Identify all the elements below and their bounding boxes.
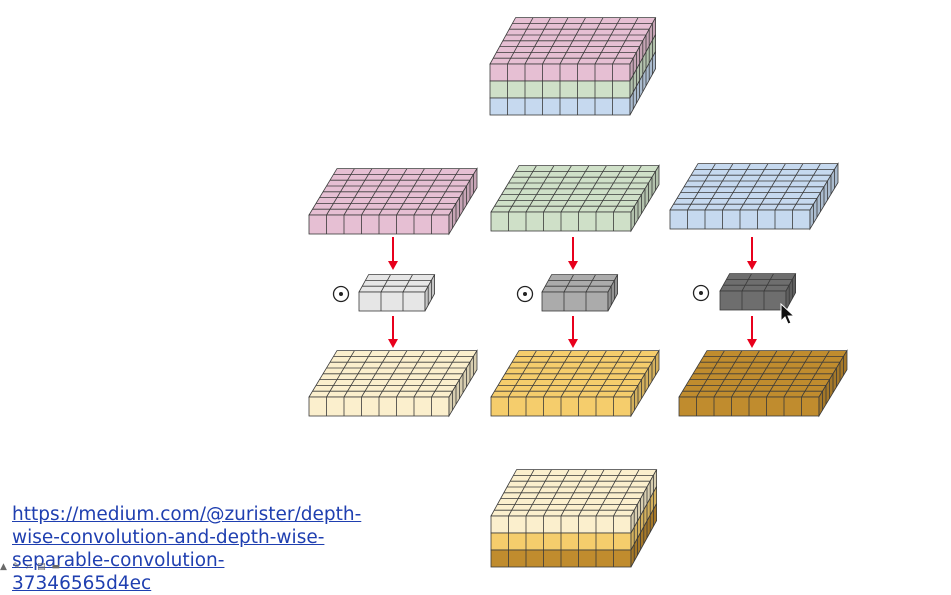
output-slice-medium (490, 349, 660, 418)
arrow-head (388, 261, 398, 270)
kernel-dark-top-face (719, 273, 797, 292)
kernel-light-grid-line (380, 274, 391, 293)
kernel-dark (719, 273, 797, 311)
input-volume-block (489, 17, 657, 116)
arrow-head (568, 261, 578, 270)
depthwise-convolution-diagram (308, 17, 848, 568)
output-channel-slices (308, 349, 848, 418)
down-arrow-icon (747, 316, 757, 348)
link-line-2[interactable]: wise-convolution-and-depth-wise- (12, 527, 325, 548)
kernel-medium (541, 274, 619, 312)
convolution-operators (332, 284, 710, 303)
kernel-dark-grid-line (741, 273, 752, 292)
kernel-medium-grid-line (563, 274, 574, 293)
kernel-medium-front-layer (541, 291, 609, 312)
stacked-output-block (490, 469, 658, 568)
operator-dot (339, 292, 343, 296)
pen-icon[interactable]: ✎ (12, 562, 21, 572)
channel-slice-blue (669, 162, 839, 231)
kernel-dark-front-layer (719, 290, 787, 311)
operator-dot (523, 292, 527, 296)
depthwise-kernels (358, 273, 797, 312)
input-volume (489, 17, 657, 116)
down-arrow-icon (388, 316, 398, 348)
down-arrow-icon (388, 237, 398, 270)
kernel-light-grid-line (402, 274, 413, 293)
arrow-head (568, 339, 578, 348)
kernel-light-front-layer (358, 291, 426, 312)
link-line-1[interactable]: https://medium.com/@zurister/depth- (12, 504, 362, 525)
split-channel-slices (308, 162, 839, 236)
down-arrow-icon (568, 316, 578, 348)
kernel-light-top-face (358, 274, 436, 293)
arrow-head (747, 261, 757, 270)
list-icon[interactable]: ▤ (37, 562, 46, 572)
elementwise-operator-icon (692, 284, 710, 302)
source-article-link[interactable]: https://medium.com/@zurister/depth- wise… (12, 503, 362, 595)
arrow-head (747, 339, 757, 348)
presentation-toolbar: ▲ ✎ ⌕ ▤ ▬ (0, 562, 90, 573)
down-arrow-icon (568, 237, 578, 270)
elementwise-operator-icon (332, 285, 350, 303)
mouse-cursor-icon (780, 303, 796, 325)
kernel-medium-top-face (541, 274, 619, 293)
faint-watermark (939, 20, 943, 35)
screen-icon[interactable]: ▬ (51, 562, 61, 572)
operator-dot (699, 291, 703, 295)
output-slice-light (308, 349, 478, 418)
down-arrow-icon (747, 237, 757, 270)
arrow-head (388, 339, 398, 348)
kernel-light (358, 274, 436, 312)
output-slice-dark (678, 349, 848, 418)
search-icon[interactable]: ⌕ (26, 562, 32, 572)
kernel-medium-grid-line (585, 274, 596, 293)
channel-slice-red (308, 167, 478, 236)
home-icon[interactable]: ▲ (0, 562, 7, 572)
stacked-output-volume (490, 469, 658, 568)
channel-slice-green (490, 164, 660, 233)
flow-arrows (388, 237, 757, 348)
elementwise-operator-icon (516, 285, 534, 303)
kernel-dark-grid-line (763, 273, 774, 292)
